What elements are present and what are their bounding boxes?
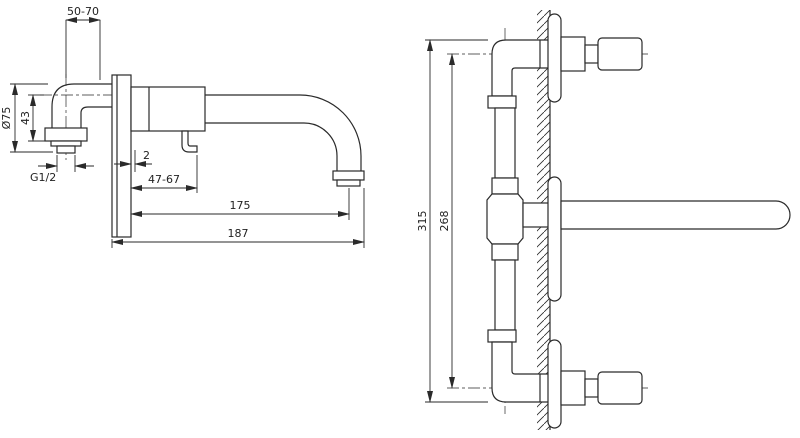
supply-elbow — [44, 83, 112, 154]
dim-plate-thickness-label: 2 — [143, 149, 150, 162]
dim-plate-diameter-label: Ø75 — [0, 107, 13, 130]
wall-plates-front — [547, 13, 562, 429]
dim-plate-thickness: 2 — [114, 149, 152, 172]
dim-overall-height: 315 — [416, 39, 488, 403]
bottom-handle — [560, 370, 643, 406]
middle-plate — [547, 176, 562, 302]
dim-thread: G1/2 — [30, 155, 94, 184]
aerator — [332, 170, 365, 181]
front-view: 315 268 — [416, 10, 791, 430]
concealed-pipe-assembly — [486, 39, 553, 403]
faucet-body — [130, 86, 206, 153]
dim-spout-reach-label: 175 — [230, 199, 251, 212]
dim-handle-range: 47-67 — [130, 155, 198, 193]
tee-fitting — [486, 193, 524, 245]
wall-plate-side — [111, 74, 132, 238]
dim-handle-range-label: 47-67 — [148, 173, 180, 186]
side-view: 50-70 Ø75 43 G1/2 2 — [0, 5, 365, 248]
top-handle — [560, 36, 643, 72]
dim-overall-height-label: 315 — [416, 211, 429, 232]
lever-handle — [181, 130, 198, 153]
dim-centre-distance: 268 — [438, 53, 455, 389]
top-plate — [547, 13, 562, 103]
dim-spout-reach: 175 — [130, 188, 350, 220]
wall-hatching — [537, 10, 550, 430]
spout-front — [560, 200, 791, 230]
bottom-plate — [547, 339, 562, 429]
dim-plate-diameter: Ø75 — [0, 83, 53, 153]
dim-overall-reach-label: 187 — [228, 227, 249, 240]
dim-centre-distance-label: 268 — [438, 211, 451, 232]
dim-thread-label: G1/2 — [30, 171, 56, 184]
bottom-elbow — [491, 341, 553, 403]
dim-top-range: 50-70 — [65, 5, 101, 80]
dim-inlet-height: 43 — [19, 94, 45, 142]
dim-overall-reach: 187 — [111, 188, 365, 248]
dim-inlet-height-label: 43 — [19, 111, 32, 125]
dim-top-range-label: 50-70 — [67, 5, 99, 18]
spout-side — [205, 94, 365, 187]
